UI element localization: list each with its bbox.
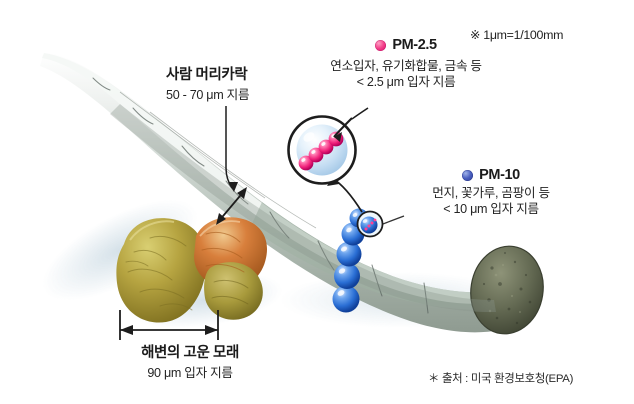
pm10-leader-line	[382, 215, 405, 225]
pm25-label-block: PM-2.5 연소입자, 유기화합물, 금속 등 < 2.5 μm 입자 지름	[303, 36, 509, 90]
unit-note: ※ 1μm=1/100mm	[470, 28, 564, 42]
pm25-leader-line	[351, 107, 369, 120]
pm25-size: < 2.5 μm 입자 지름	[356, 74, 456, 89]
pm10-description: 먼지, 꽃가루, 곰팡이 등	[432, 185, 550, 200]
hair-title: 사람 머리카락	[166, 67, 248, 83]
pm25-description: 연소입자, 유기화합물, 금속 등	[330, 58, 482, 73]
pm10-label-block: PM-10 먼지, 꽃가루, 곰팡이 등 < 10 μm 입자 지름	[396, 166, 586, 217]
hair-subtitle: 50 - 70 μm 지름	[166, 87, 250, 102]
pm-source-marker	[356, 210, 384, 238]
pm25-magnifier	[287, 115, 363, 213]
pm25-title: PM-2.5	[392, 37, 437, 53]
sand-subtitle: 90 μm 입자 지름	[147, 365, 233, 380]
pm10-title: PM-10	[479, 167, 520, 183]
pm10-marker-dot-icon	[462, 169, 474, 181]
pm25-heading: PM-2.5	[303, 36, 509, 55]
pm10-size: < 10 μm 입자 지름	[443, 201, 539, 216]
sand-grains-image	[116, 217, 268, 323]
sand-title: 해변의 고운 모래	[141, 345, 239, 361]
hair-dimension-arrow	[216, 106, 247, 225]
pm25-marker-dot-icon	[375, 39, 387, 51]
hair-strand-image	[40, 52, 544, 335]
sand-label: 해변의 고운 모래 90 μm 입자 지름	[92, 344, 288, 381]
hair-cross-section	[470, 245, 544, 335]
source-note: ＊ 출처 : 미국 환경보호청(EPA)	[428, 373, 574, 385]
hair-label: 사람 머리카락 50 - 70 μm 지름	[166, 66, 250, 103]
sand-dimension-arrow	[119, 310, 219, 340]
pm10-heading: PM-10	[396, 166, 586, 185]
